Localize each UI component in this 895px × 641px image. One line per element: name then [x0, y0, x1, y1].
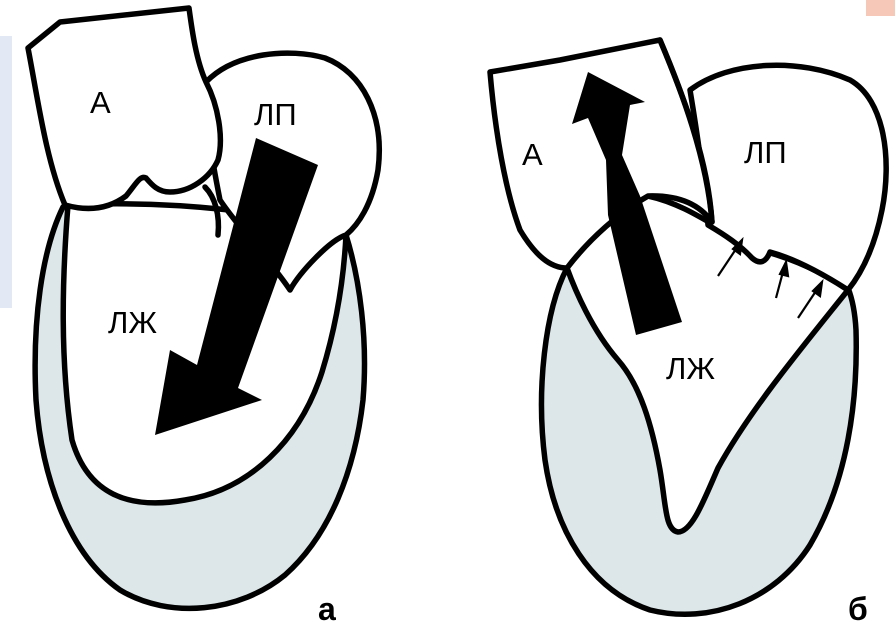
panel-a-left-ventricle-label: ЛЖ [108, 305, 157, 340]
panel-b-letter: б [848, 591, 868, 627]
panel-b-left-ventricle-label: ЛЖ [666, 351, 715, 386]
corner-accent [866, 0, 895, 16]
panel-b-left-atrium-label: ЛП [744, 135, 787, 170]
panel-b: А ЛП ЛЖ б [490, 40, 886, 627]
panel-a-aorta [28, 8, 220, 208]
panel-a: А ЛП ЛЖ а [28, 8, 379, 627]
panel-a-left-atrium-label: ЛП [254, 97, 297, 132]
panel-a-aorta-label: А [90, 85, 111, 120]
panel-a-letter: а [318, 591, 336, 627]
panel-b-aorta-label: А [522, 137, 543, 172]
side-panel-strip [0, 36, 12, 308]
